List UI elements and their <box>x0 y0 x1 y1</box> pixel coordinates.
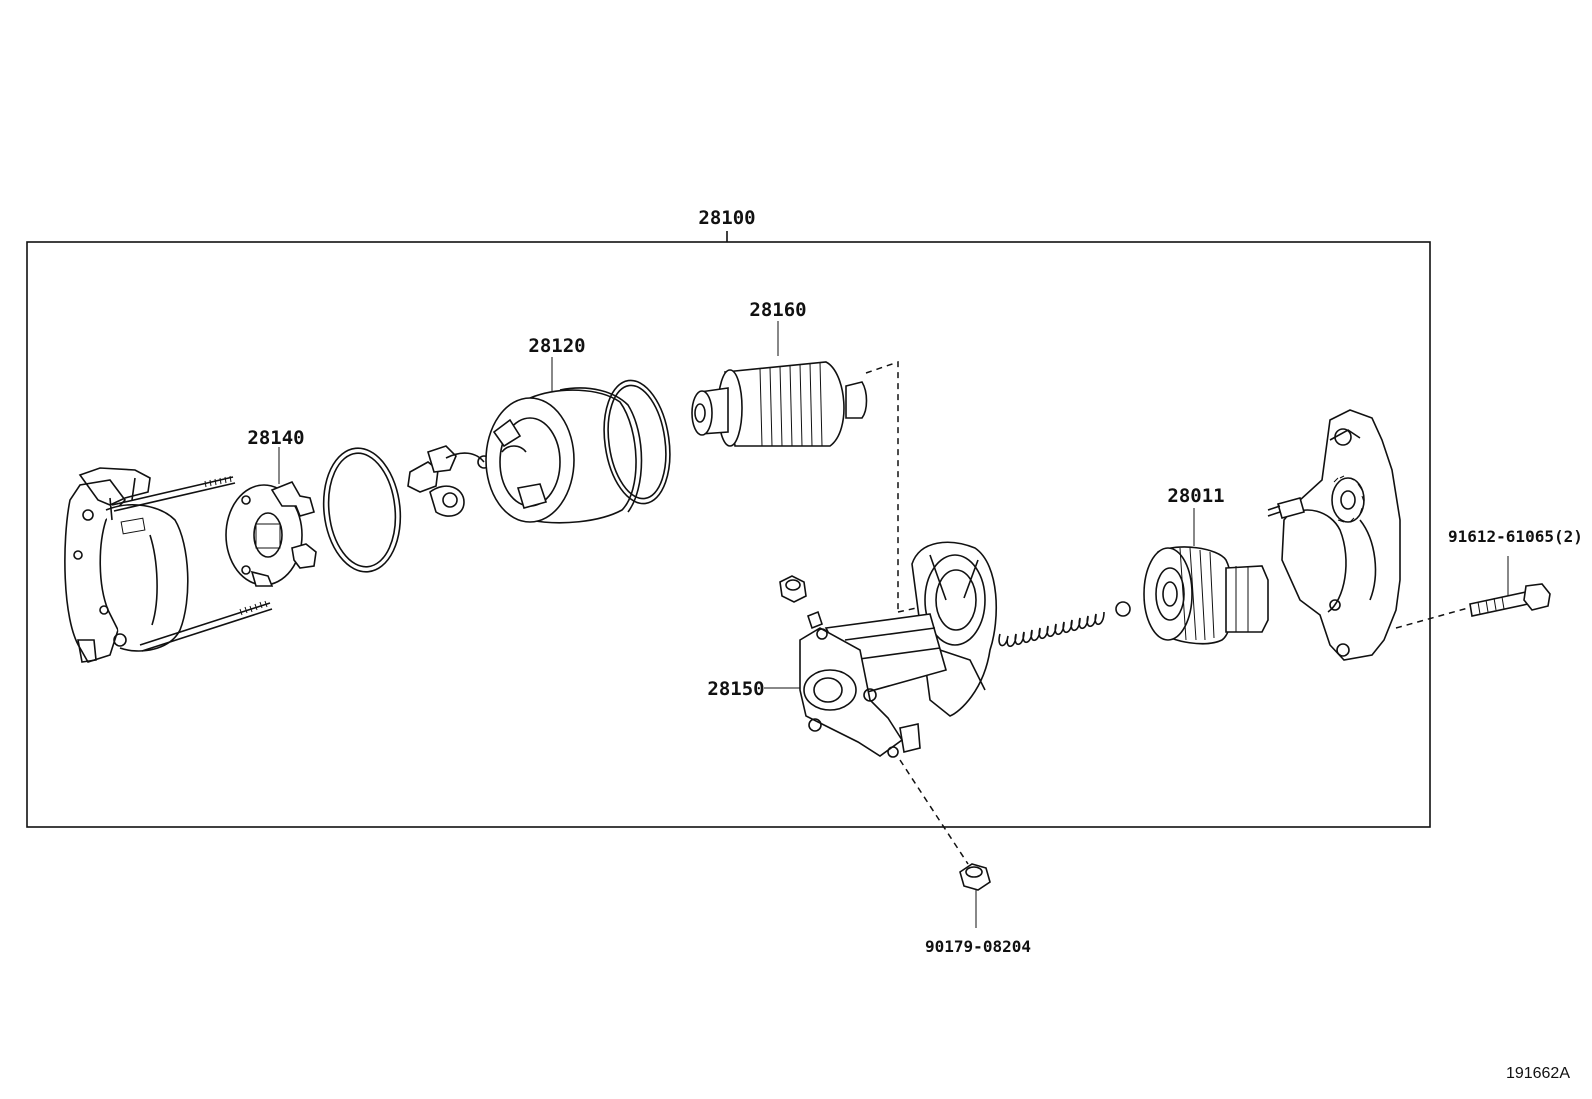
bolt-91612: 91612-61065(2) <box>1448 527 1583 617</box>
label-28150: 28150 <box>707 678 764 700</box>
yoke-28120: 28120 <box>485 335 643 524</box>
label-91612: 91612-61065(2) <box>1448 527 1583 546</box>
armature-28160: 28160 <box>691 299 868 447</box>
brush-holder-28140: 28140 <box>225 427 317 587</box>
assembly-frame: 28100 <box>26 207 1431 828</box>
nut-90179: 90179-08204 <box>925 863 1031 956</box>
label-28120: 28120 <box>528 335 585 357</box>
drive-spring <box>998 611 1105 648</box>
armature-dashed-line <box>865 360 899 612</box>
terminal-brush <box>407 445 491 517</box>
diagram-reference-code: 191662A <box>1506 1065 1570 1082</box>
magnetic-switch-28150: 28150 <box>707 541 998 758</box>
nut-dashed-line <box>899 759 969 865</box>
label-28160: 28160 <box>749 299 806 321</box>
bolt-dashed-line <box>1395 607 1469 629</box>
yoke-o-ring <box>603 379 671 505</box>
label-28011: 28011 <box>1167 485 1224 507</box>
starter-clutch-28011: 28011 <box>1143 485 1269 645</box>
label-90179: 90179-08204 <box>925 937 1031 956</box>
assembly-label: 28100 <box>698 207 755 229</box>
o-ring <box>322 447 402 573</box>
steel-ball <box>1115 601 1131 617</box>
switch-nut <box>779 575 807 603</box>
drive-end-housing <box>1267 409 1401 661</box>
label-28140: 28140 <box>247 427 304 449</box>
commutator-end-frame <box>64 467 273 663</box>
